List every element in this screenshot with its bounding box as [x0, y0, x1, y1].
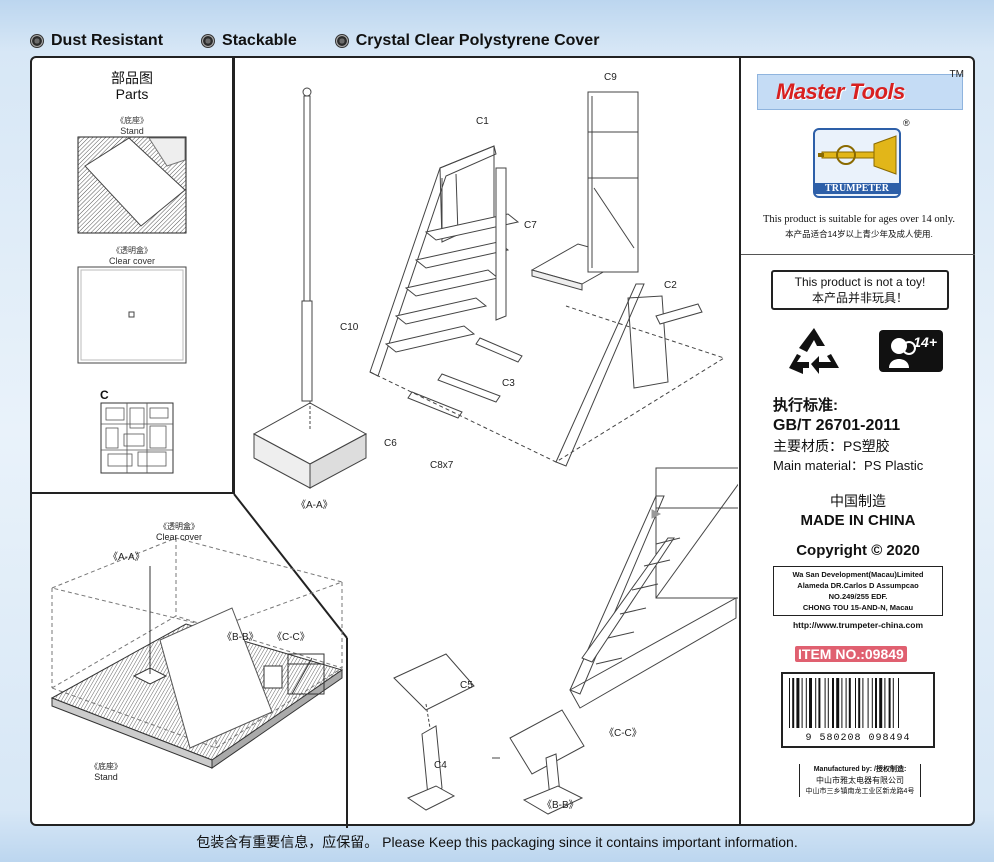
sprue-thumbnail	[100, 402, 174, 474]
view-label-aa: 《A-A》	[296, 500, 333, 511]
feature-label: Crystal Clear Polystyrene Cover	[355, 32, 600, 49]
cover-thumbnail	[77, 266, 187, 364]
feature-stackable: Stackable	[201, 32, 297, 50]
standard-info: 执行标准: GB/T 26701-2011 主要材质：PS塑胶 Main mat…	[773, 397, 924, 473]
stand-thumbnail	[77, 136, 187, 234]
stand-part: 《底座》 Stand	[32, 116, 232, 234]
manufacturer-info: Manufactured by: /授权制造: 中山市雅太电器有限公司 中山市三…	[799, 764, 921, 797]
assembled-bb-label: 《B-B》	[222, 632, 259, 643]
instruction-sheet: 部品图 Parts 《底座》 Stand 《透明盒》 Clear cover	[30, 56, 975, 828]
item-number: ITEM NO.:09849	[795, 646, 907, 662]
parts-title: 部品图 Parts	[111, 70, 153, 102]
assembled-display-illustration	[50, 537, 344, 769]
barcode: 9 580208 098494	[781, 672, 935, 748]
cover-part: 《透明盒》 Clear cover	[32, 246, 232, 364]
age-warning-en: This product is suitable for ages over 1…	[762, 214, 956, 225]
part-label-c3: C3	[502, 378, 515, 389]
bullet-icon	[334, 34, 349, 48]
made-in-china: 中国制造 MADE IN CHINA	[800, 493, 916, 529]
recycle-icon	[789, 328, 839, 374]
part-label-c8x7: C8x7	[430, 460, 454, 471]
part-label-c10: C10	[340, 322, 359, 333]
assembled-cc-label: 《C-C》	[272, 632, 310, 643]
parts-panel: 部品图 Parts 《底座》 Stand 《透明盒》 Clear cover	[32, 58, 234, 494]
part-label-c5: C5	[460, 680, 473, 691]
feature-dust-resistant: Dust Resistant	[30, 32, 163, 50]
copyright: Copyright © 2020	[796, 542, 920, 559]
assembled-cover-label: 《透明盒》 Clear cover	[156, 522, 203, 542]
symbol-icons: 14+	[787, 326, 943, 376]
not-a-toy-notice: This product is not a toy! 本产品并非玩具！	[771, 270, 949, 310]
assembly-instructions-illustration	[252, 87, 738, 815]
view-label-bb: 《B-B》	[542, 800, 579, 811]
website-url: http://www.trumpeter-china.com	[792, 620, 924, 630]
feature-label: Dust Resistant	[51, 32, 164, 49]
panel-dividers	[233, 58, 348, 828]
part-label-c2: C2	[664, 280, 677, 291]
company-address: Wa San Development(Macau)Limited Alameda…	[773, 566, 943, 616]
registered-mark: ®	[903, 118, 910, 128]
feature-clear-cover: Crystal Clear Polystyrene Cover	[334, 32, 600, 50]
bullet-icon	[30, 34, 44, 48]
divider	[741, 254, 975, 255]
part-label-c4: C4	[434, 760, 447, 771]
age-warning-cn: 本产品适合14岁以上青少年及成人使用.	[785, 229, 933, 239]
sprue-c: C	[100, 388, 174, 479]
info-panel: Master Tools TM TRUMPETER ® This product…	[739, 58, 975, 824]
barcode-bars	[789, 678, 899, 728]
bullet-icon	[201, 34, 216, 48]
trumpet-icon	[818, 135, 897, 175]
feature-label: Stackable	[222, 32, 297, 49]
master-tools-logo: Master Tools TM	[757, 69, 964, 110]
view-label-cc: 《C-C》	[604, 728, 642, 739]
part-label-c7: C7	[524, 220, 537, 231]
part-label-c1: C1	[476, 116, 489, 127]
trumpeter-logo: TRUMPETER	[813, 128, 901, 198]
part-label-c9: C9	[604, 72, 617, 83]
feature-list: Dust Resistant Stackable Crystal Clear P…	[30, 32, 599, 50]
age-14-plus-icon: 14+	[879, 330, 943, 372]
assembled-stand-label: 《底座》 Stand	[90, 762, 122, 782]
footer-notice: 包装含有重要信息，应保留。 Please Keep this packaging…	[196, 834, 798, 850]
assembled-aa-label: 《A-A》	[108, 552, 145, 563]
part-label-c6: C6	[384, 438, 397, 449]
